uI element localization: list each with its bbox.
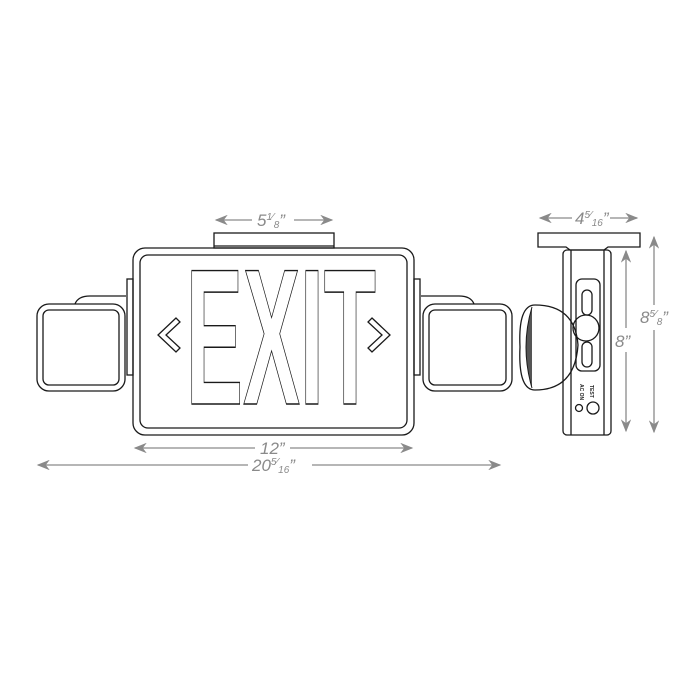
side-housing: [562, 249, 612, 436]
lamp-dome: [519, 304, 579, 391]
front-view: EXIT: [36, 228, 513, 447]
svg-text:8”: 8”: [615, 332, 631, 351]
left-lamp-head: [36, 278, 134, 392]
dimension-housing-width: 12”: [133, 439, 414, 458]
right-lamp-head: [413, 278, 513, 392]
test-button[interactable]: [586, 401, 600, 415]
dimension-overall-height: 85⁄8”: [640, 235, 669, 434]
ac-on-label: AC ON: [578, 384, 584, 401]
svg-text:205⁄16”: 205⁄16”: [251, 456, 296, 476]
chevron-left-icon: [157, 317, 181, 353]
svg-text:45⁄16”: 45⁄16”: [575, 209, 610, 229]
ac-on-indicator: [574, 403, 584, 413]
dimension-depth: 45⁄16”: [538, 209, 639, 229]
housing-face: [139, 254, 408, 429]
svg-text:51⁄8”: 51⁄8”: [257, 211, 286, 231]
test-label: TEST: [588, 385, 594, 398]
side-view: AC ON TEST: [519, 232, 641, 436]
exit-lettering: EXIT: [186, 229, 376, 446]
chevron-right-icon: [367, 317, 391, 353]
svg-text:12”: 12”: [260, 439, 286, 458]
mounting-plate: [537, 232, 641, 251]
dimension-overall-width: 205⁄16”: [36, 456, 502, 476]
dimension-housing-height: 8”: [615, 249, 631, 433]
dimension-canopy-width: 51⁄8”: [214, 211, 334, 231]
swivel-knob: [572, 314, 600, 342]
svg-text:85⁄8”: 85⁄8”: [640, 308, 669, 328]
